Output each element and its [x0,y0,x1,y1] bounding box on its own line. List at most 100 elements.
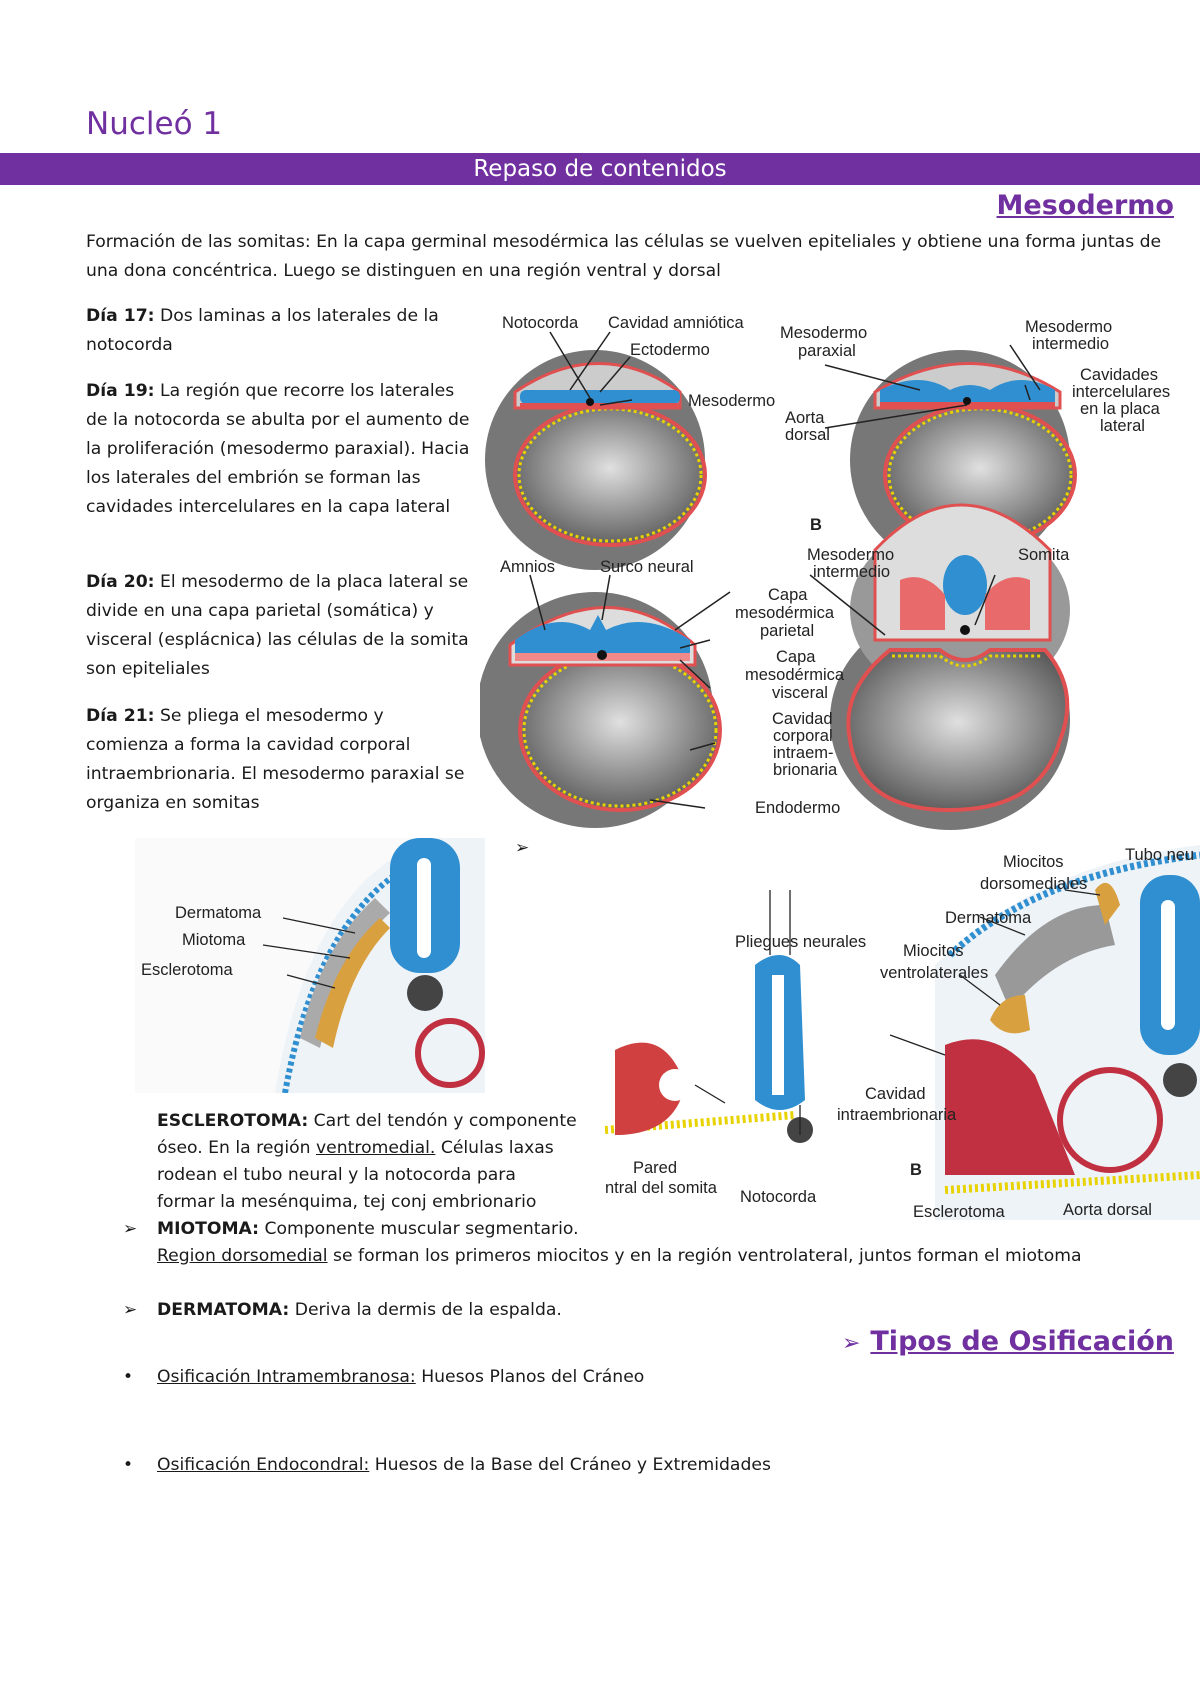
label-miocitos-dorsomediales: Miocitos [1003,853,1064,871]
miotoma-label: MIOTOMA: [157,1219,260,1239]
label-cavidades-3: en la placa [1080,400,1161,418]
label-pliegues-neurales: Pliegues neurales [735,933,866,951]
ossification-title: ➢ Tipos de Osificación [842,1326,1174,1357]
miotoma-continuation: Region dorsomedial se forman los primero… [157,1243,1187,1270]
ossification-label-2: Osificación Endocondral: [157,1455,370,1475]
label-cavidad-amniotica: Cavidad amniótica [608,314,745,332]
day-label: Día 19: [86,381,155,401]
embryo-b-illustration [850,350,1077,570]
label-aorta-2: dorsal [785,426,830,444]
label-esclerotoma-right: Esclerotoma [913,1203,1006,1220]
ossification-text-2: Huesos de la Base del Cráneo y Extremida… [369,1455,771,1475]
intro-text: En la capa germinal mesodérmica las célu… [86,232,1162,281]
label-endodermo: Endodermo [755,799,840,817]
somite-differentiation-figure: Dermatoma Miotoma Esclerotoma [135,838,485,1093]
label-ectodermo: Ectodermo [630,341,710,359]
ossification-text-1: Huesos Planos del Cráneo [415,1367,645,1387]
label-aorta-dorsal: Aorta dorsal [1063,1201,1152,1219]
arrow-bullet-icon: ➢ [123,1219,138,1239]
label-miocitos-dorsomediales-2: dorsomediales [980,875,1087,893]
day-17-paragraph: Día 17: Dos laminas a los laterales de l… [86,302,471,360]
label-cavidad-intraembrionaria-2: intraembrionaria [837,1106,957,1124]
embryo-d-illustration [830,503,1070,830]
ossification-item-1: • Osificación Intramembranosa: Huesos Pla… [123,1364,644,1391]
stray-arrow-bullet: ➢ [515,838,530,858]
ossification-title-text: Tipos de Osificación [870,1326,1174,1357]
label-capa-parietal-3: parietal [760,622,814,640]
esclerotoma-text-2: Células laxas rodean el tubo neural y la… [157,1138,554,1212]
label-aorta: Aorta [785,409,825,427]
label-cavidades: Cavidades [1080,366,1158,384]
miotoma-text-2: se forman los primeros miocitos y en la … [327,1246,1082,1266]
label-capa-visceral: Capa [776,648,816,666]
esclerotoma-text: Cart del tendón y componente óseo. En la… [157,1111,577,1158]
label-notocorda-right: Notocorda [740,1188,817,1206]
day-text: Se pliega el mesodermo y comienza a form… [86,706,465,813]
bullet-dot-icon: • [123,1455,134,1475]
embryo-cross-section-figure: Notocorda Cavidad amniótica Ectodermo Me… [480,310,1180,830]
band-title: Repaso de contenidos [473,156,727,182]
section-band: Repaso de contenidos [0,153,1200,185]
label-surco-neural: Surco neural [600,558,694,576]
miotoma-item: ➢ MIOTOMA: Componente muscular segmentari… [123,1216,1173,1243]
label-pared: Pared [633,1159,677,1177]
label-capa-visceral-2: mesodérmica [745,666,845,684]
embryo-c-illustration [480,592,722,828]
label-cavidad-corporal-3: intraem- [773,744,834,762]
bullet-dot-icon: • [123,1367,134,1387]
label-amnios: Amnios [500,558,555,576]
miotoma-underlined: Region dorsomedial [157,1246,328,1266]
label-pared-2: ntral del somita [605,1179,718,1197]
label-cavidades-4: lateral [1100,417,1145,435]
label-mesodermo-intermedio-c-2: intermedio [813,563,890,581]
label-mesodermo-intermedio-c: Mesodermo [807,546,894,564]
day-21-paragraph: Día 21: Se pliega el mesodermo y comienz… [86,702,471,818]
label-cavidad-corporal: Cavidad [772,710,833,728]
label-dermatoma: Dermatoma [175,904,262,922]
label-b: B [810,516,822,534]
arrow-bullet-icon: ➢ [841,1331,861,1356]
section-title: Mesodermo [996,190,1174,221]
label-cavidad-corporal-2: corporal [773,727,833,745]
label-capa-parietal: Capa [768,586,808,604]
label-notocorda: Notocorda [502,314,579,332]
label-miocitos-ventrolaterales: Miocitos [903,942,964,960]
label-mesodermo: Mesodermo [688,392,775,410]
day-label: Día 21: [86,706,155,726]
label-esclerotoma: Esclerotoma [141,961,234,979]
label-tubo-neural: Tubo neu [1125,846,1194,864]
esclerotoma-label: ESCLEROTOMA: [157,1111,309,1131]
day-label: Día 17: [86,306,155,326]
label-capa-parietal-2: mesodérmica [735,604,835,622]
label-cavidad-intraembrionaria: Cavidad [865,1085,926,1103]
arrow-bullet-icon: ➢ [123,1300,138,1320]
day-19-paragraph: Día 19: La región que recorre los latera… [86,377,471,522]
esclerotoma-item: ESCLEROTOMA: Cart del tendón y component… [157,1108,577,1216]
label-miocitos-ventrolaterales-2: ventrolaterales [880,964,988,982]
page-heading: Nucleó 1 [86,106,223,142]
neural-folds-somite-figure: Miocitos dorsomediales Tubo neu Dermatom… [605,845,1200,1220]
dermatoma-text: Deriva la dermis de la espalda. [289,1300,562,1320]
label-cavidades-2: intercelulares [1072,383,1170,401]
day-20-paragraph: Día 20: El mesodermo de la placa lateral… [86,568,471,684]
miotoma-text: Componente muscular segmentario. [259,1219,579,1239]
intro-paragraph: Formación de las somitas: En la capa ger… [86,228,1176,286]
ossification-item-2: • Osificación Endocondral: Huesos de la B… [123,1452,771,1479]
label-cavidad-corporal-4: brionaria [773,761,838,779]
label-mesodermo-intermedio: Mesodermo [1025,318,1112,336]
label-capa-visceral-3: visceral [772,684,828,702]
dermatoma-item: ➢ DERMATOMA: Deriva la dermis de la espal… [123,1297,562,1324]
label-dermatoma-right: Dermatoma [945,909,1032,927]
dermatoma-label: DERMATOMA: [157,1300,290,1320]
ossification-label-1: Osificación Intramembranosa: [157,1367,416,1387]
day-text: El mesodermo de la placa lateral se divi… [86,572,469,679]
embryo-a-illustration [485,350,707,570]
day-text: Dos laminas a los laterales de la notoco… [86,306,439,355]
intro-label: Formación de las somitas: [86,232,311,252]
day-text: La región que recorre los laterales de l… [86,381,470,517]
label-mesodermo-paraxial-2: paraxial [798,342,856,360]
label-somita: Somita [1018,546,1070,564]
label-mesodermo-paraxial: Mesodermo [780,324,867,342]
day-label: Día 20: [86,572,155,592]
label-mesodermo-intermedio-2: intermedio [1032,335,1109,353]
